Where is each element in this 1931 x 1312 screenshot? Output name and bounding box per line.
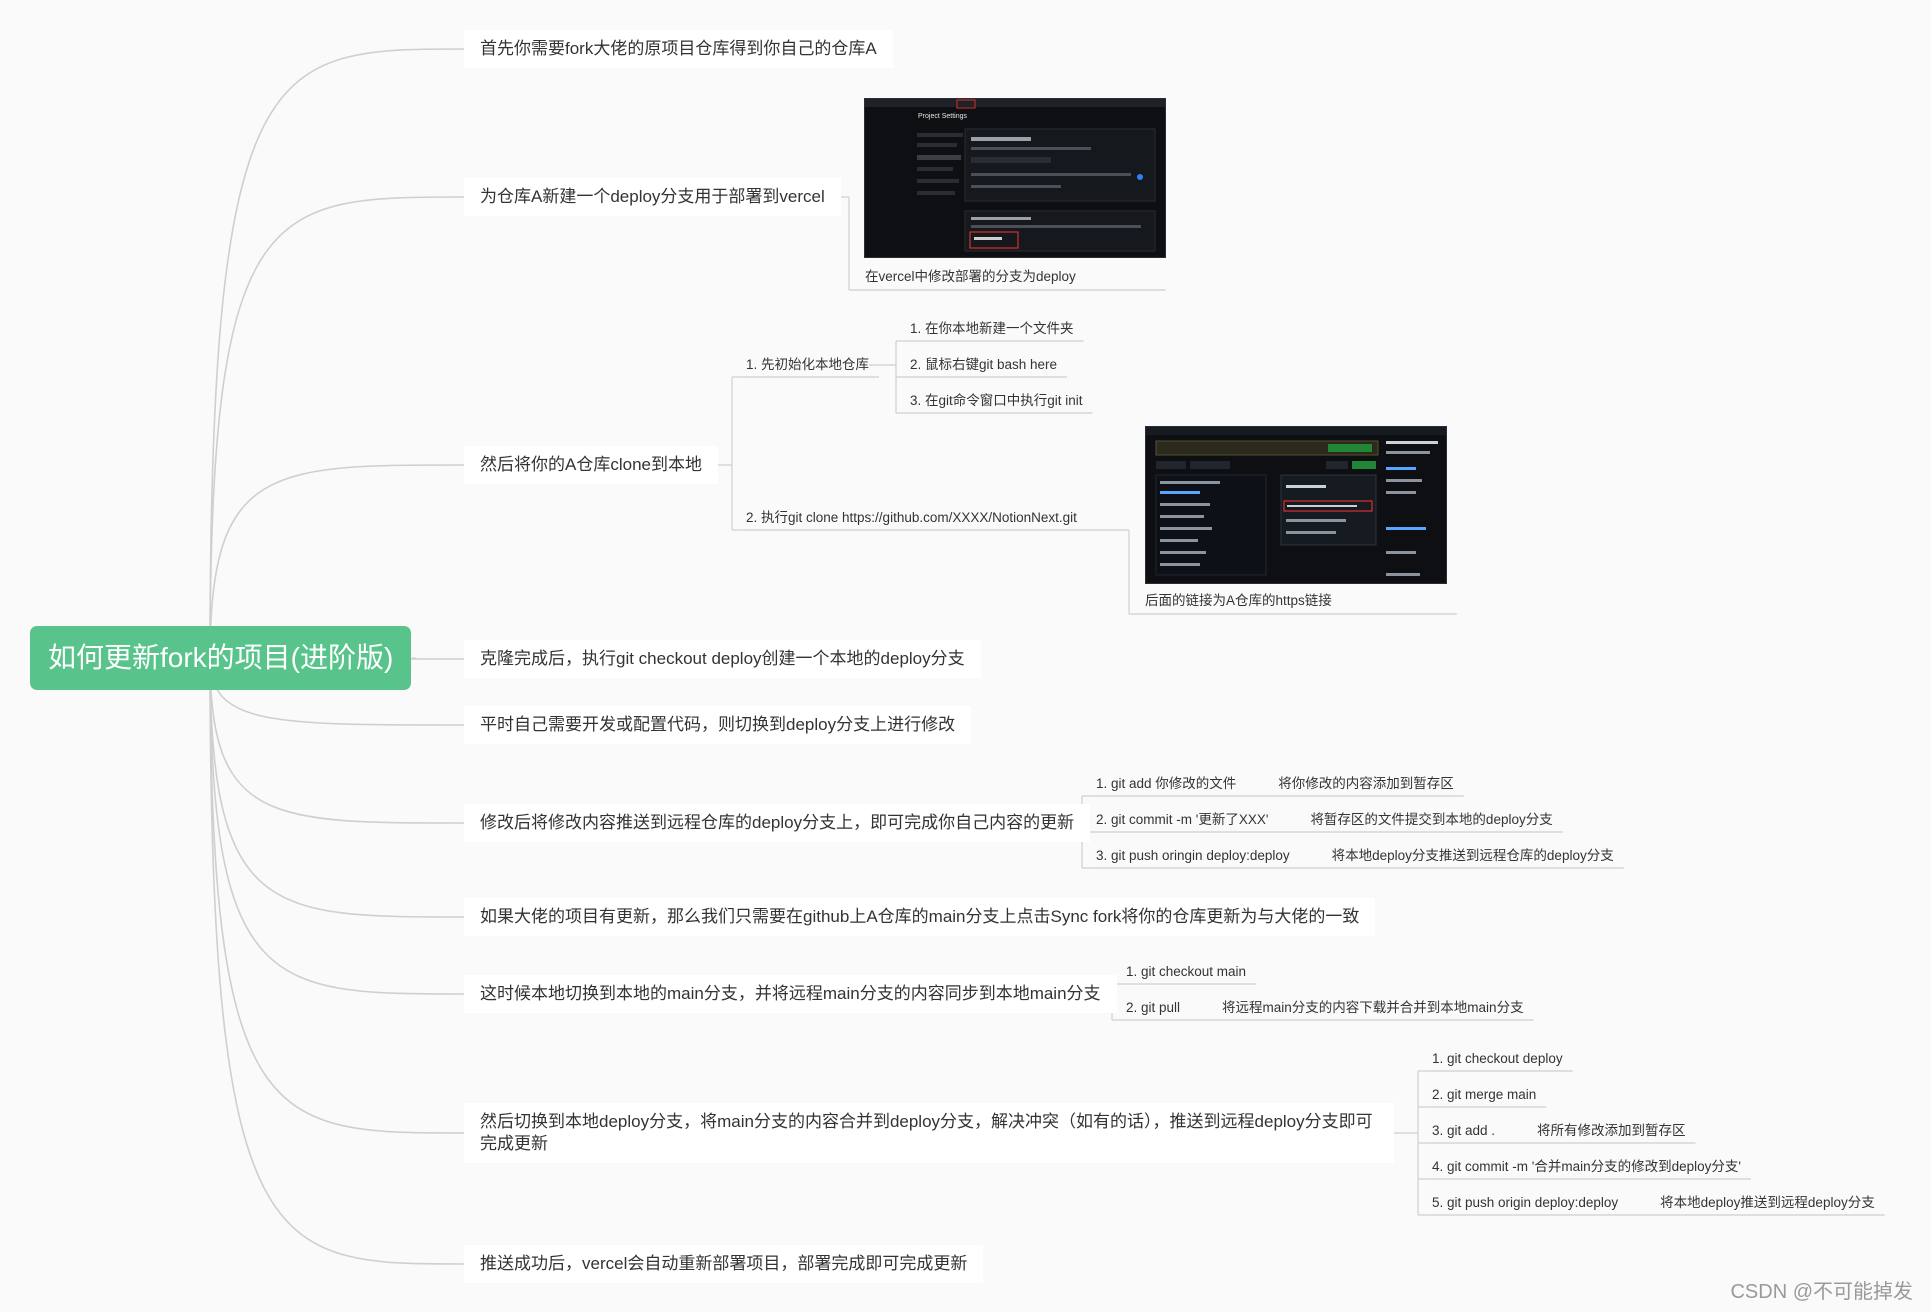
- step-note: 将暂存区的文件提交到本地的deploy分支: [1310, 812, 1553, 827]
- connector-line: [209, 657, 465, 1265]
- step-git-push[interactable]: 3. git push oringin deploy:deploy 将本地depl…: [1096, 847, 1614, 865]
- github-clone-image: [1146, 427, 1446, 576]
- step-git-checkout-deploy[interactable]: 1. git checkout deploy: [1432, 1051, 1563, 1066]
- vercel-image-caption: 在vercel中修改部署的分支为deploy: [865, 269, 1076, 284]
- topic-create-deploy-branch[interactable]: 为仓库A新建一个deploy分支用于部署到vercel: [464, 178, 841, 216]
- watermark: CSDN @不可能掉发: [1730, 1281, 1913, 1303]
- step-create-folder[interactable]: 1. 在你本地新建一个文件夹: [910, 321, 1074, 336]
- step-git-add[interactable]: 1. git add 你修改的文件 将你修改的内容添加到暂存区: [1096, 775, 1454, 793]
- step-note: 将本地deploy分支推送到远程仓库的deploy分支: [1331, 848, 1614, 863]
- step-git-merge-main[interactable]: 2. git merge main: [1432, 1087, 1537, 1102]
- project-settings-title: Project Settings: [918, 113, 968, 120]
- step-git-commit-merge[interactable]: 4. git commit -m '合并main分支的修改到deploy分支': [1432, 1159, 1741, 1174]
- topic-merge-main-into-deploy[interactable]: 然后切换到本地deploy分支，将main分支的内容合并到deploy分支，解决…: [464, 1103, 1394, 1163]
- connector-line: [209, 48, 465, 659]
- step-label: 3. git push oringin deploy:deploy: [1096, 848, 1290, 863]
- step-git-pull[interactable]: 2. git pull 将远程main分支的内容下载并合并到本地main分支: [1126, 999, 1524, 1017]
- github-clone-screenshot: [1145, 426, 1447, 584]
- vercel-settings-screenshot: Project Settings: [864, 98, 1166, 258]
- subtopic-init-local-repo[interactable]: 1. 先初始化本地仓库: [746, 357, 870, 372]
- step-git-bash-here[interactable]: 2. 鼠标右键git bash here: [910, 357, 1058, 372]
- connector-line: [209, 657, 465, 1134]
- step-label: 3. git add .: [1432, 1123, 1496, 1138]
- step-note: 将所有修改添加到暂存区: [1537, 1123, 1686, 1138]
- subtopic-git-clone[interactable]: 2. 执行git clone https://github.com/XXXX/N…: [746, 510, 1077, 525]
- step-note: 将远程main分支的内容下载并合并到本地main分支: [1222, 1000, 1524, 1015]
- step-git-add-all[interactable]: 3. git add . 将所有修改添加到暂存区: [1432, 1122, 1686, 1140]
- connector-line: [209, 657, 465, 824]
- step-label: 2. git commit -m '更新了XXX': [1096, 812, 1269, 827]
- step-note: 将你修改的内容添加到暂存区: [1278, 776, 1454, 791]
- step-label: 2. git pull: [1126, 1000, 1181, 1015]
- connector-line: [209, 657, 465, 918]
- topic-vercel-redeploy[interactable]: 推送成功后，vercel会自动重新部署项目，部署完成即可完成更新: [464, 1245, 984, 1283]
- topic-sync-fork[interactable]: 如果大佬的项目有更新，那么我们只需要在github上A仓库的main分支上点击S…: [464, 898, 1376, 936]
- vercel-settings-image: Project Settings: [865, 99, 1165, 252]
- connector-line: [209, 657, 465, 995]
- step-git-checkout-main[interactable]: 1. git checkout main: [1126, 964, 1247, 979]
- topic-clone-repo[interactable]: 然后将你的A仓库clone到本地: [464, 446, 718, 484]
- root-topic[interactable]: 如何更新fork的项目(进阶版): [30, 626, 412, 690]
- github-image-caption: 后面的链接为A仓库的https链接: [1145, 593, 1332, 608]
- step-note: 将本地deploy推送到远程deploy分支: [1660, 1195, 1875, 1210]
- connector-line: [209, 196, 465, 659]
- step-git-commit[interactable]: 2. git commit -m '更新了XXX' 将暂存区的文件提交到本地的de…: [1096, 811, 1553, 829]
- connector-line: [209, 464, 465, 659]
- topic-checkout-deploy[interactable]: 克隆完成后，执行git checkout deploy创建一个本地的deploy…: [464, 640, 981, 678]
- topic-sync-main[interactable]: 这时候本地切换到本地的main分支，并将远程main分支的内容同步到本地main…: [464, 975, 1117, 1013]
- topic-push-deploy[interactable]: 修改后将修改内容推送到远程仓库的deploy分支上，即可完成你自己内容的更新: [464, 804, 1091, 842]
- topic-develop-on-deploy[interactable]: 平时自己需要开发或配置代码，则切换到deploy分支上进行修改: [464, 706, 972, 744]
- step-label: 5. git push origin deploy:deploy: [1432, 1195, 1619, 1210]
- topic-fork-repo[interactable]: 首先你需要fork大佬的原项目仓库得到你自己的仓库A: [464, 30, 893, 68]
- step-git-push-deploy[interactable]: 5. git push origin deploy:deploy 将本地deplo…: [1432, 1194, 1875, 1212]
- step-git-init[interactable]: 3. 在git命令窗口中执行git init: [910, 393, 1083, 408]
- step-label: 1. git add 你修改的文件: [1096, 776, 1237, 791]
